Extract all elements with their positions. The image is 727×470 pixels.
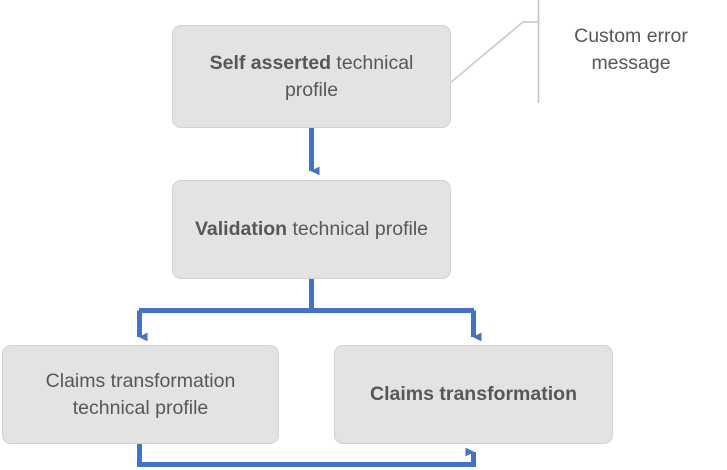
- node-validation[interactable]: Validation technical profile: [172, 180, 451, 279]
- connector-callout-custom-error-message: [449, 0, 540, 103]
- node-claims-transformation-label: Claims transformation: [370, 381, 577, 408]
- node-self-asserted-label-bold: Self asserted: [209, 51, 331, 74]
- node-self-asserted[interactable]: Self asserted technical profile: [172, 25, 451, 128]
- annotation-custom-error-message: Custom error message: [574, 25, 688, 74]
- node-claims-transformation-label-bold: Claims transformation: [370, 383, 577, 406]
- node-validation-label-bold: Validation: [194, 218, 288, 241]
- node-claims-transformation-technical-profile[interactable]: Claims transformation technical profile: [2, 345, 279, 444]
- node-claims-transformation-technical-profile-label: Claims transformation technical profile: [45, 369, 236, 419]
- node-claims-transformation[interactable]: Claims transformation: [334, 345, 613, 444]
- node-self-asserted-label: Self asserted technical profile: [187, 50, 436, 104]
- connector-validation-split: [139, 279, 474, 313]
- connector-claims-transformation-feedback: [137, 444, 476, 467]
- node-validation-label: Validation technical profile: [195, 216, 428, 243]
- node-validation-label-rest: technical profile: [287, 218, 429, 241]
- node-self-asserted-label-rest: technical profile: [284, 51, 414, 101]
